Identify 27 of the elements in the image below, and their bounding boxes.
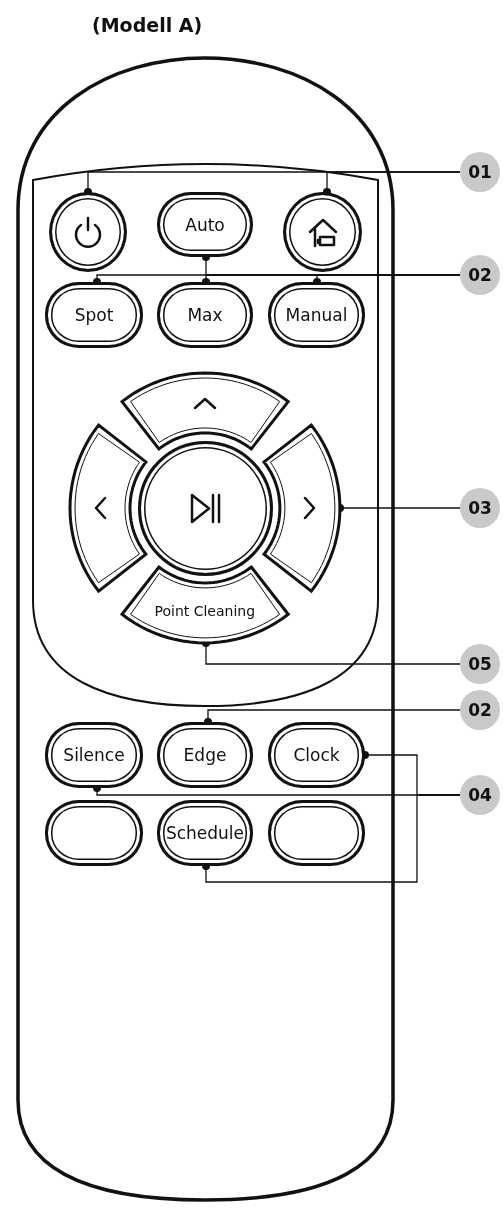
callout-number: 02 — [468, 265, 492, 285]
callout-circle — [460, 690, 500, 730]
callout-circle — [460, 775, 500, 815]
direction-key — [262, 422, 342, 594]
key-label: Silence — [63, 745, 125, 765]
callout-circle — [460, 488, 500, 528]
callout-circle — [460, 255, 500, 295]
key-label: Edge — [183, 745, 227, 765]
callout-number: 02 — [468, 700, 492, 720]
key-label: Clock — [293, 745, 340, 765]
key-label: Point Cleaning — [154, 603, 256, 619]
direction-key — [119, 565, 291, 645]
callout-number: 03 — [468, 498, 492, 518]
key-label: Manual — [285, 305, 348, 325]
callout-circle — [460, 152, 500, 192]
direction-key — [68, 422, 148, 594]
key-label: Max — [187, 305, 223, 325]
callout-number: 01 — [468, 162, 492, 182]
callout-circle — [460, 644, 500, 684]
callout-number: 04 — [468, 785, 492, 805]
key-label: Auto — [185, 214, 225, 235]
diagram-title: (Modell A) — [92, 14, 203, 36]
leader-line — [202, 794, 461, 883]
callout-number: 05 — [468, 654, 492, 674]
key-label: Schedule — [165, 823, 245, 843]
direction-key — [119, 371, 291, 451]
key-label: Spot — [74, 305, 114, 325]
